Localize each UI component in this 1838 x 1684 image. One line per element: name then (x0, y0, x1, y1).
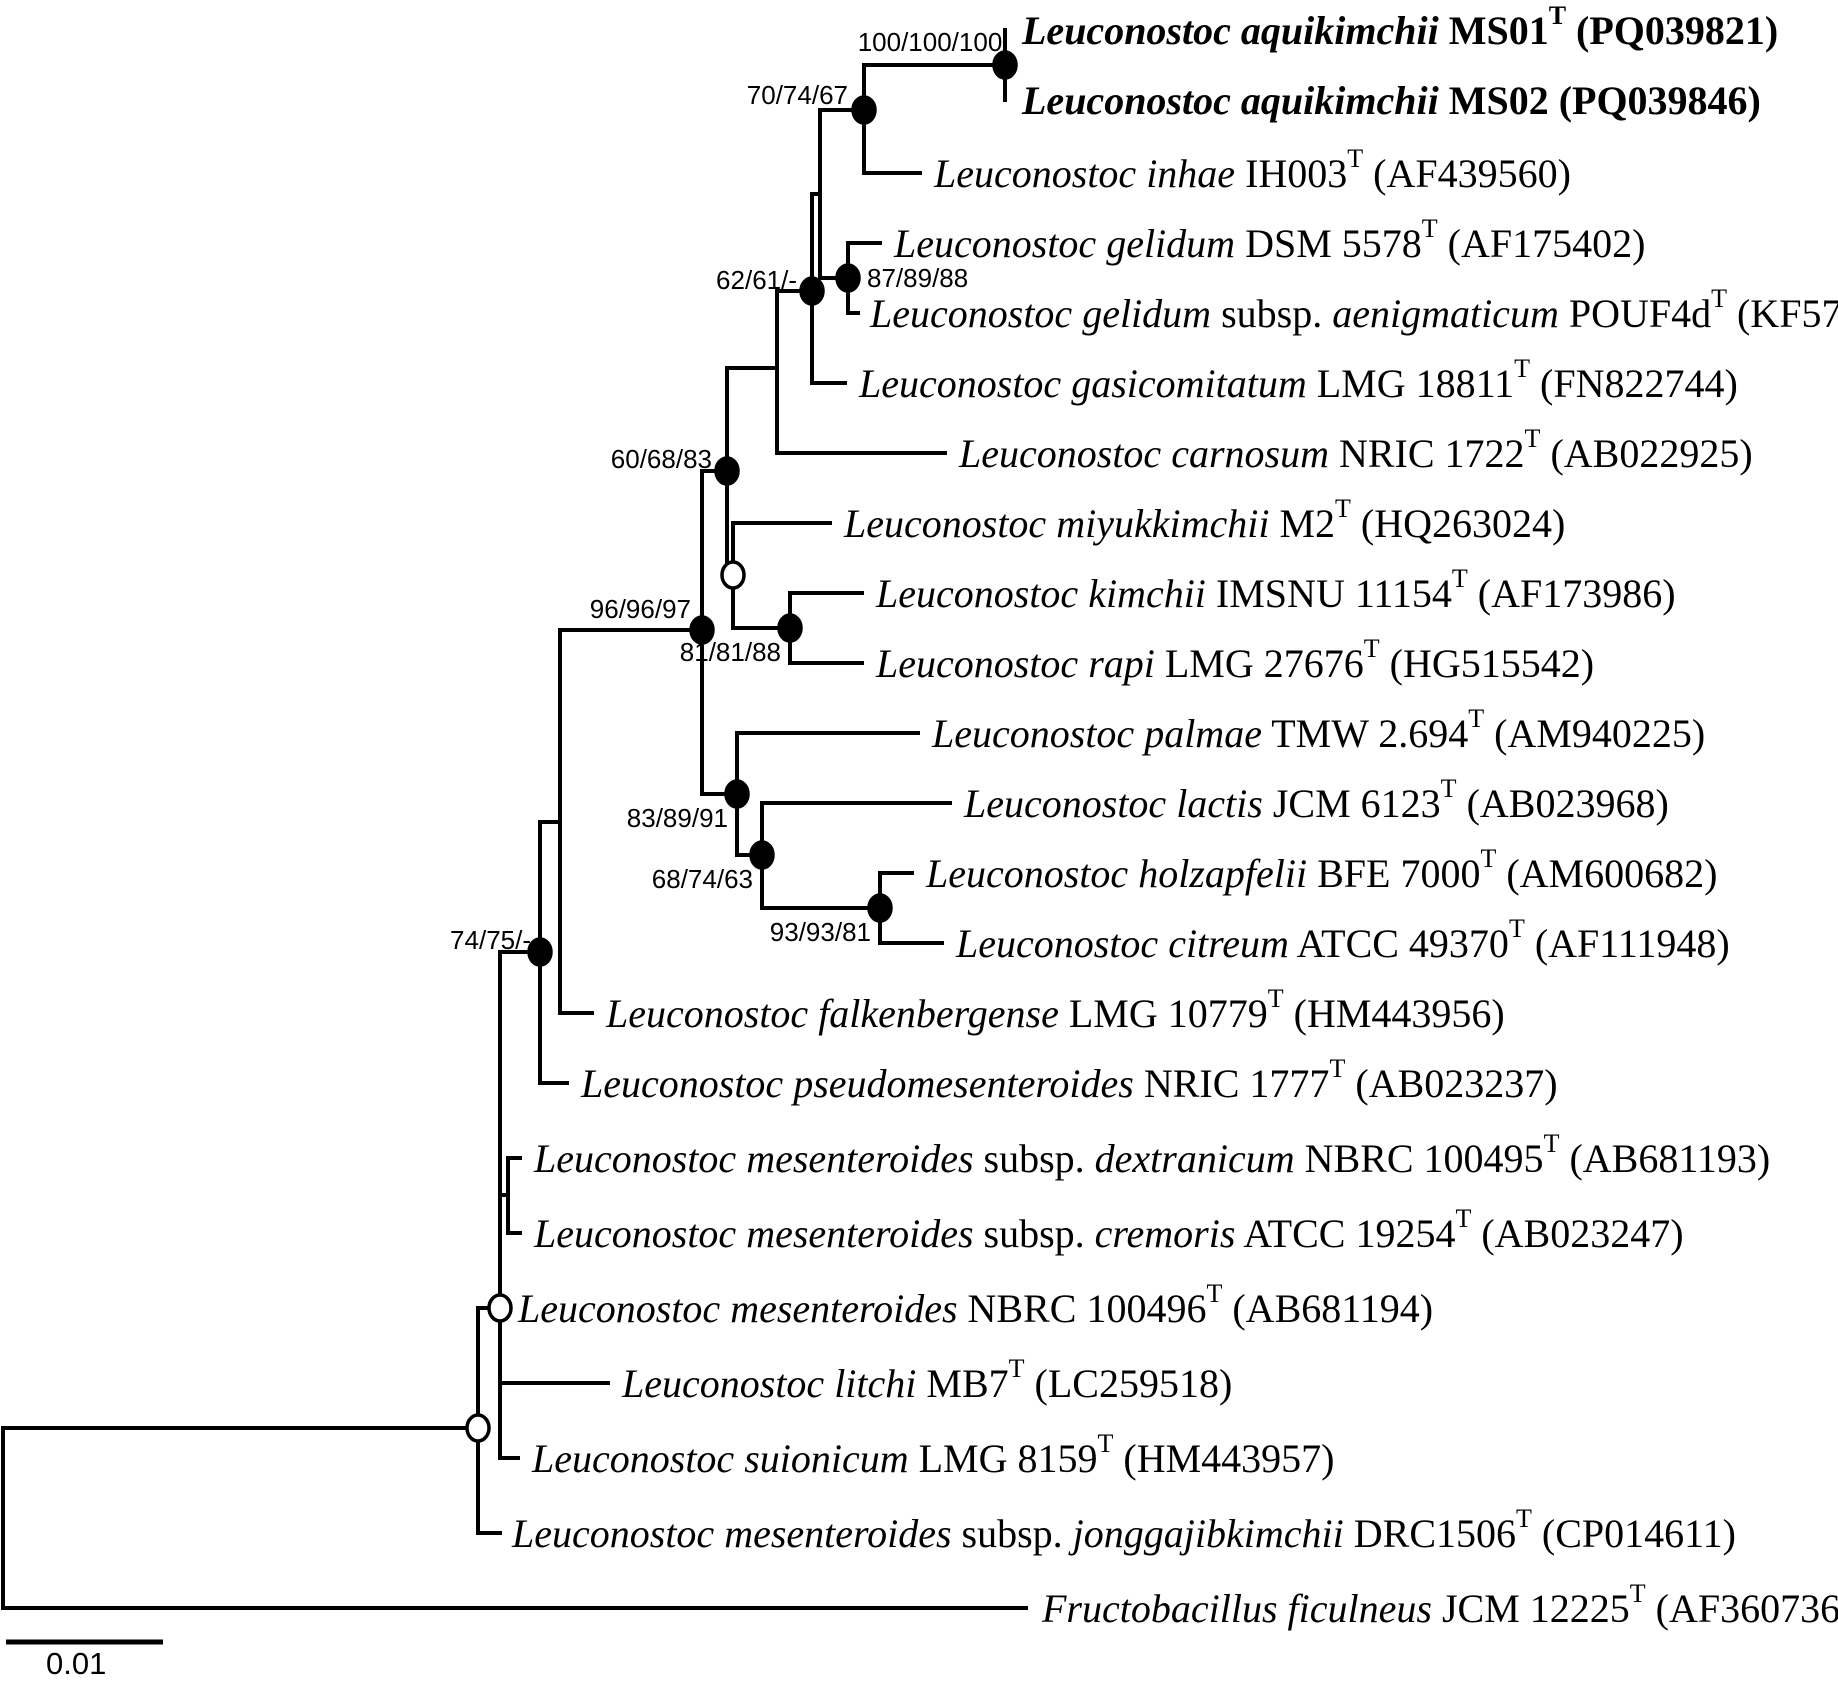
node-circle-filled (749, 840, 775, 870)
support-values-label: 87/89/88 (867, 263, 968, 293)
node-circle-open (720, 560, 746, 590)
taxon-label: Leuconostoc lactis JCM 6123T (AB023968) (963, 774, 1669, 826)
taxon-label: Leuconostoc aquikimchii MS02 (PQ039846) (1021, 78, 1761, 123)
node-circle-filled (527, 937, 553, 967)
taxon-label: Leuconostoc pseudomesenteroides NRIC 177… (580, 1054, 1558, 1106)
taxon-label: Leuconostoc mesenteroides subsp. dextran… (533, 1129, 1770, 1181)
support-values-label: 81/81/88 (680, 637, 781, 667)
taxon-label: Leuconostoc aquikimchii MS01T (PQ039821) (1021, 1, 1778, 53)
taxon-label: Leuconostoc rapi LMG 27676T (HG515542) (875, 634, 1594, 686)
taxon-label: Leuconostoc falkenbergense LMG 10779T (H… (605, 984, 1505, 1036)
node-circle-filled (777, 613, 803, 643)
support-values-label: 100/100/100 (858, 27, 1003, 57)
taxon-label: Leuconostoc kimchii IMSNU 11154T (AF1739… (875, 564, 1676, 616)
taxon-label: Leuconostoc citreum ATCC 49370T (AF11194… (955, 914, 1730, 966)
node-circle-filled (714, 456, 740, 486)
node-circle-open (465, 1413, 491, 1443)
scale-bar-label: 0.01 (46, 1646, 106, 1681)
support-values-label: 83/89/91 (627, 803, 728, 833)
node-circle-filled (799, 276, 825, 306)
taxon-label: Leuconostoc gelidum DSM 5578T (AF175402) (893, 214, 1645, 266)
taxon-label: Leuconostoc gasicomitatum LMG 18811T (FN… (858, 354, 1738, 406)
taxon-label: Leuconostoc carnosum NRIC 1722T (AB02292… (958, 424, 1753, 476)
taxon-label: Fructobacillus ficulneus JCM 12225T (AF3… (1041, 1579, 1838, 1631)
tree-node-circles (465, 50, 1018, 1443)
node-circle-filled (689, 615, 715, 645)
support-values-label: 68/74/63 (652, 864, 753, 894)
taxon-label: Leuconostoc mesenteroides subsp. cremori… (533, 1204, 1684, 1256)
taxon-label: Leuconostoc mesenteroides subsp. jonggaj… (511, 1504, 1736, 1556)
support-values-label: 60/68/83 (611, 444, 712, 474)
support-values-label: 93/93/81 (770, 917, 871, 947)
taxon-label: Leuconostoc holzapfelii BFE 7000T (AM600… (925, 844, 1717, 896)
taxon-label: Leuconostoc mesenteroides NBRC 100496T (… (517, 1279, 1433, 1331)
node-circle-filled (992, 50, 1018, 80)
support-values-label: 62/61/- (716, 265, 797, 295)
node-circle-filled (867, 893, 893, 923)
taxon-label: Leuconostoc litchi MB7T (LC259518) (621, 1354, 1232, 1406)
taxon-label: Leuconostoc gelidum subsp. aenigmaticum … (869, 284, 1838, 336)
taxon-label: Leuconostoc suionicum LMG 8159T (HM44395… (531, 1429, 1335, 1481)
node-circle-filled (835, 263, 861, 293)
node-circle-open (487, 1293, 513, 1323)
taxon-label: Leuconostoc palmae TMW 2.694T (AM940225) (931, 704, 1705, 756)
node-circle-filled (851, 95, 877, 125)
node-circle-filled (724, 779, 750, 809)
support-values-label: 96/96/97 (590, 594, 691, 624)
tree-labels: Leuconostoc aquikimchii MS01T (PQ039821)… (450, 1, 1838, 1631)
support-values-label: 70/74/67 (747, 80, 848, 110)
support-values-label: 74/75/- (450, 925, 531, 955)
taxon-label: Leuconostoc inhae IH003T (AF439560) (933, 144, 1571, 196)
taxon-label: Leuconostoc miyukkimchii M2T (HQ263024) (843, 494, 1565, 546)
scale-bar: 0.01 (6, 1639, 163, 1681)
